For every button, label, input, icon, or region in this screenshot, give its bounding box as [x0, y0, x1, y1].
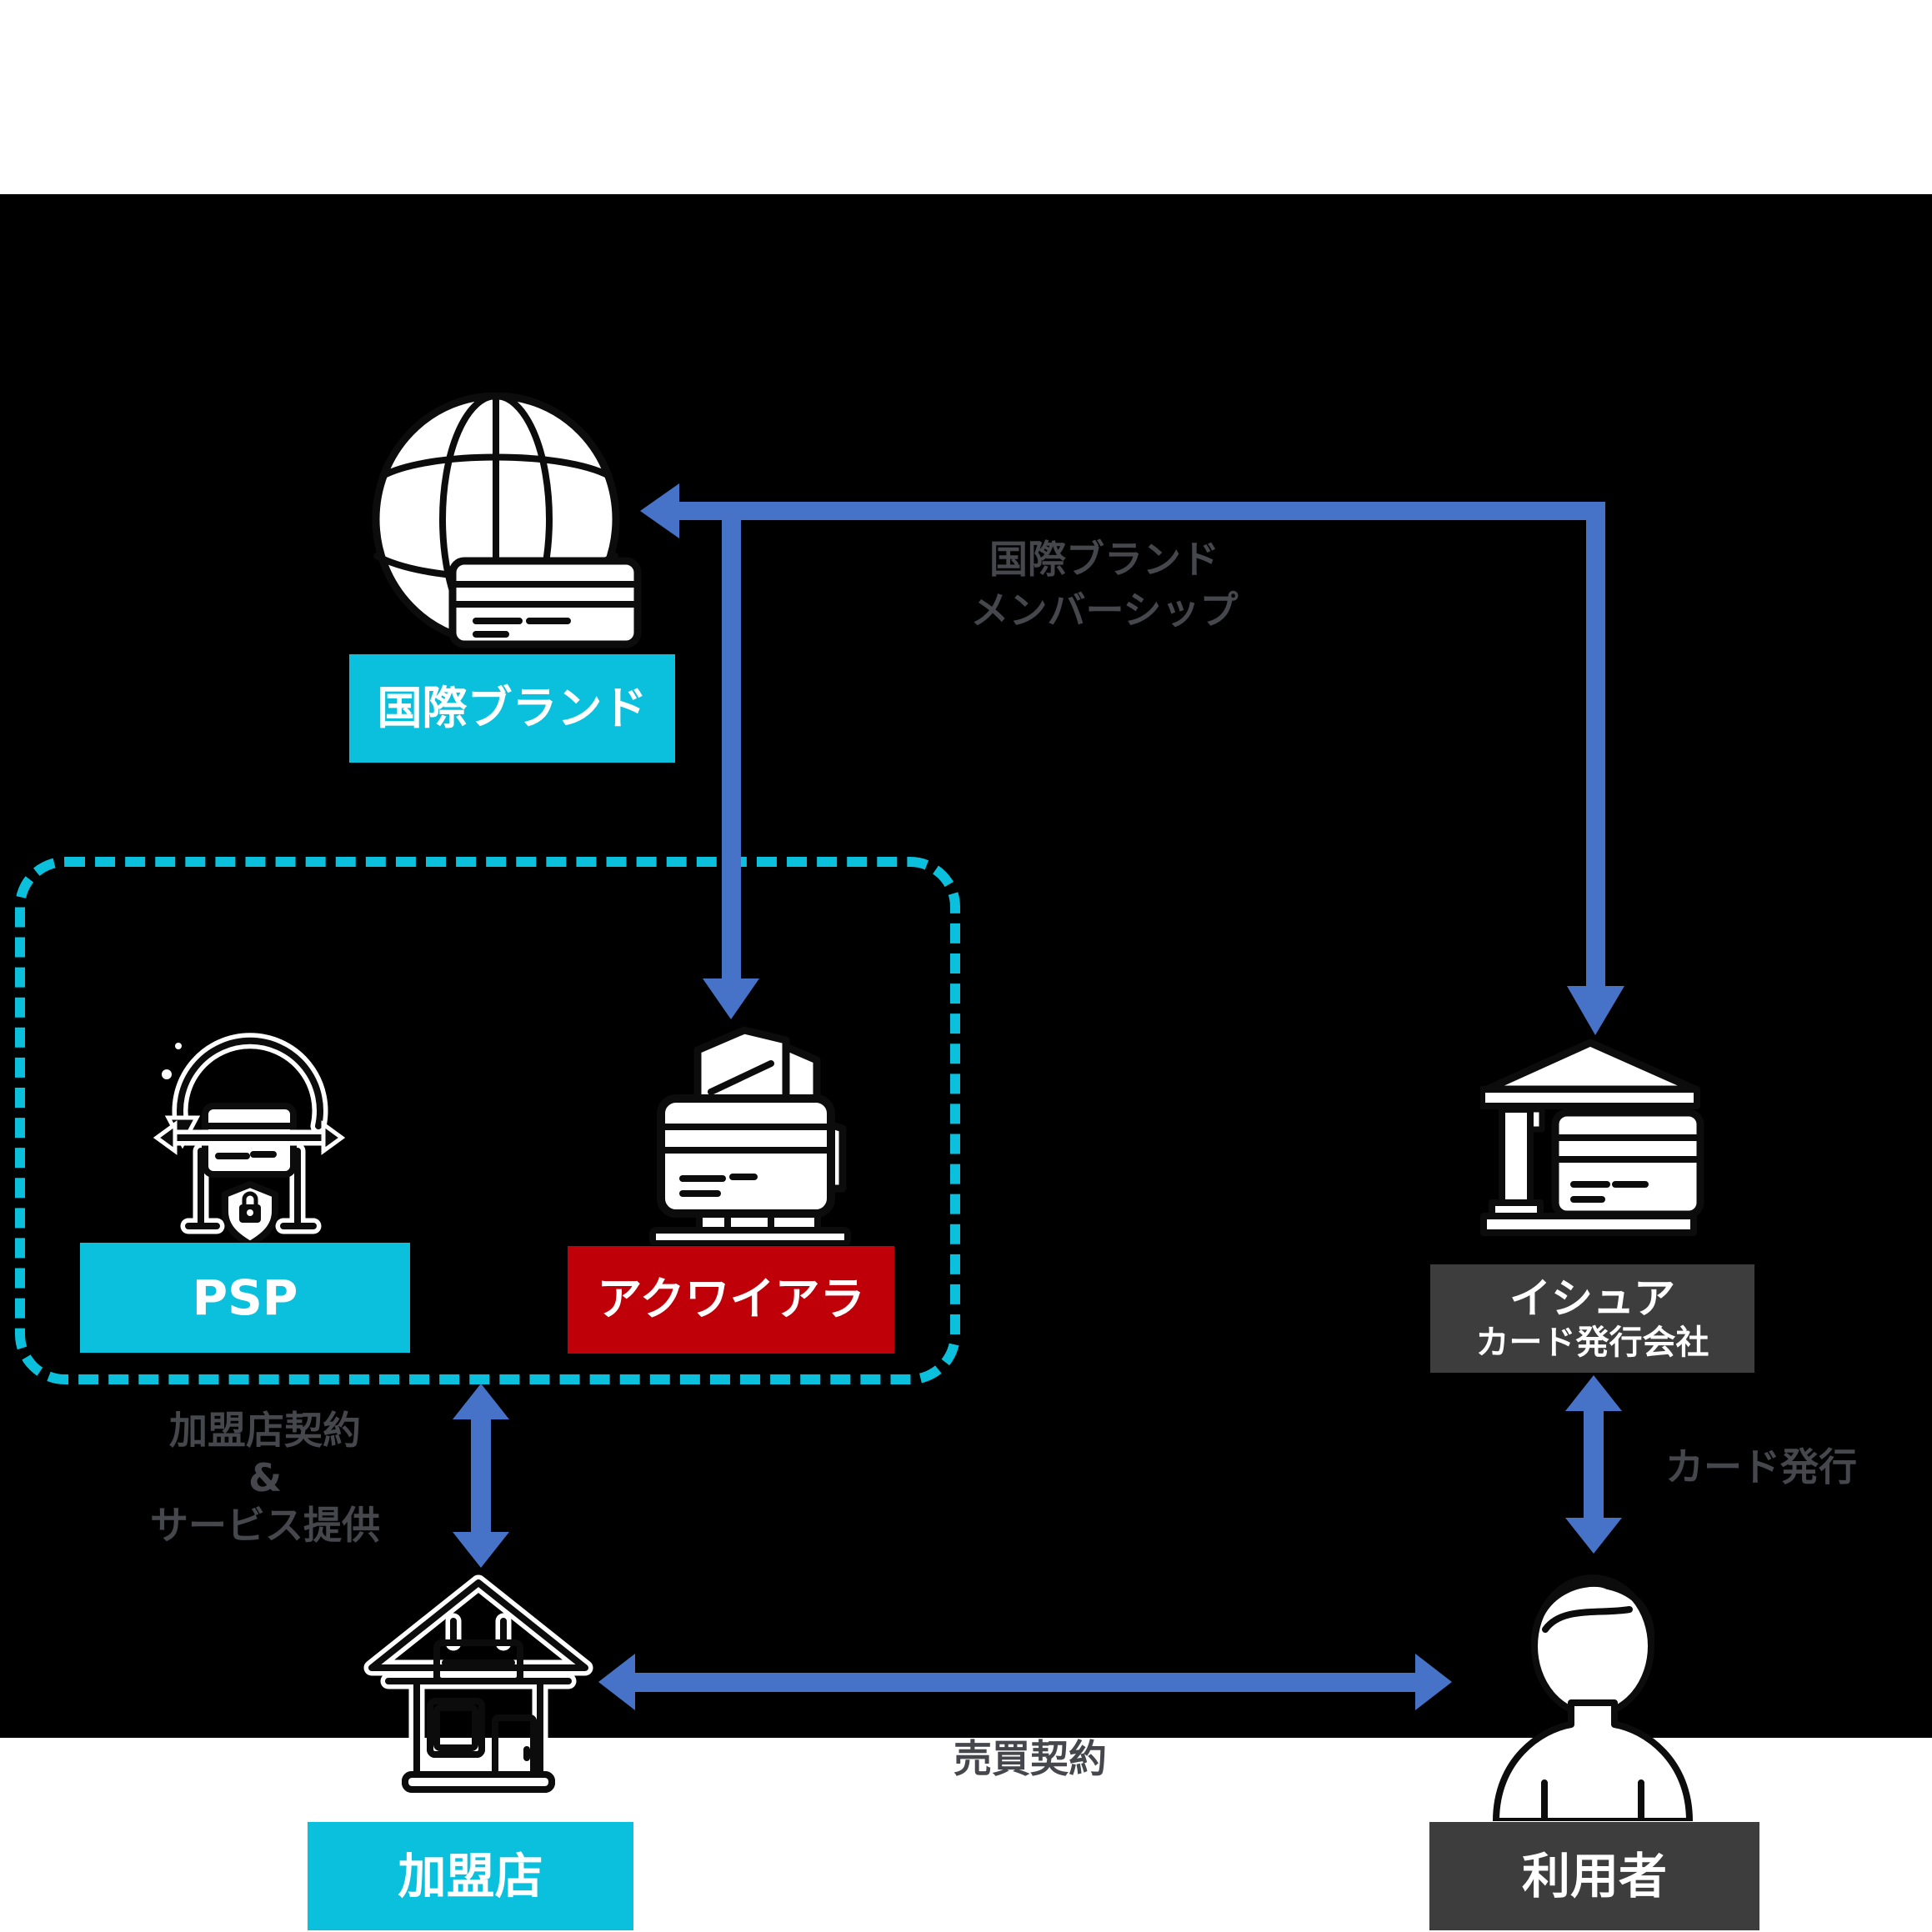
membership-edge-label: 国際ブランド メンバーシップ: [854, 534, 1354, 636]
node-psp: PSP: [80, 1243, 410, 1353]
brand-label: 国際ブランド: [377, 681, 648, 734]
node-user: 利用者: [1429, 1822, 1759, 1930]
user-label: 利用者: [1521, 1847, 1667, 1904]
card-issuance-edge-label: カード発行: [1665, 1444, 1857, 1489]
merchant-label: 加盟店: [398, 1847, 543, 1904]
sales-contract-arrow: [598, 1654, 1452, 1710]
acquirer-label: アクワイアラ: [597, 1273, 865, 1326]
psp-label: PSP: [192, 1269, 298, 1326]
globe-credit-card-icon: [372, 393, 642, 648]
membership-label-line1: 国際ブランド: [989, 537, 1219, 582]
membership-label-line2: メンバーシップ: [970, 588, 1239, 633]
person-icon: [1493, 1574, 1693, 1821]
issuer-sublabel: カード発行会社: [1475, 1323, 1709, 1362]
sales-contract-edge-label: 売買契約: [953, 1736, 1107, 1781]
merchant-contract-line2: &: [248, 1455, 283, 1500]
merchant-contract-line3: サービス提供: [150, 1503, 380, 1548]
node-acquirer: アクワイアラ: [568, 1246, 894, 1354]
diagram-stage: 国際ブランド PSP アクワイアラ イシュア カード発行会社 加盟店 利用者 国…: [0, 194, 1932, 1930]
node-merchant: 加盟店: [308, 1822, 633, 1930]
card-issuance-arrow: [1565, 1375, 1622, 1554]
payment-gateway-shield-icon: [153, 1033, 345, 1248]
bank-credit-card-icon: [1480, 1039, 1704, 1236]
merchant-contract-edge-label: 加盟店契約 & サービス提供: [57, 1407, 473, 1549]
node-brand: 国際ブランド: [349, 654, 675, 763]
node-issuer: イシュア カード発行会社: [1430, 1264, 1754, 1373]
merchant-contract-line1: 加盟店契約: [169, 1408, 361, 1453]
storefront-icon: [363, 1574, 593, 1793]
office-building-credit-card-icon: [649, 1026, 851, 1245]
issuer-label: イシュア: [1509, 1274, 1675, 1324]
